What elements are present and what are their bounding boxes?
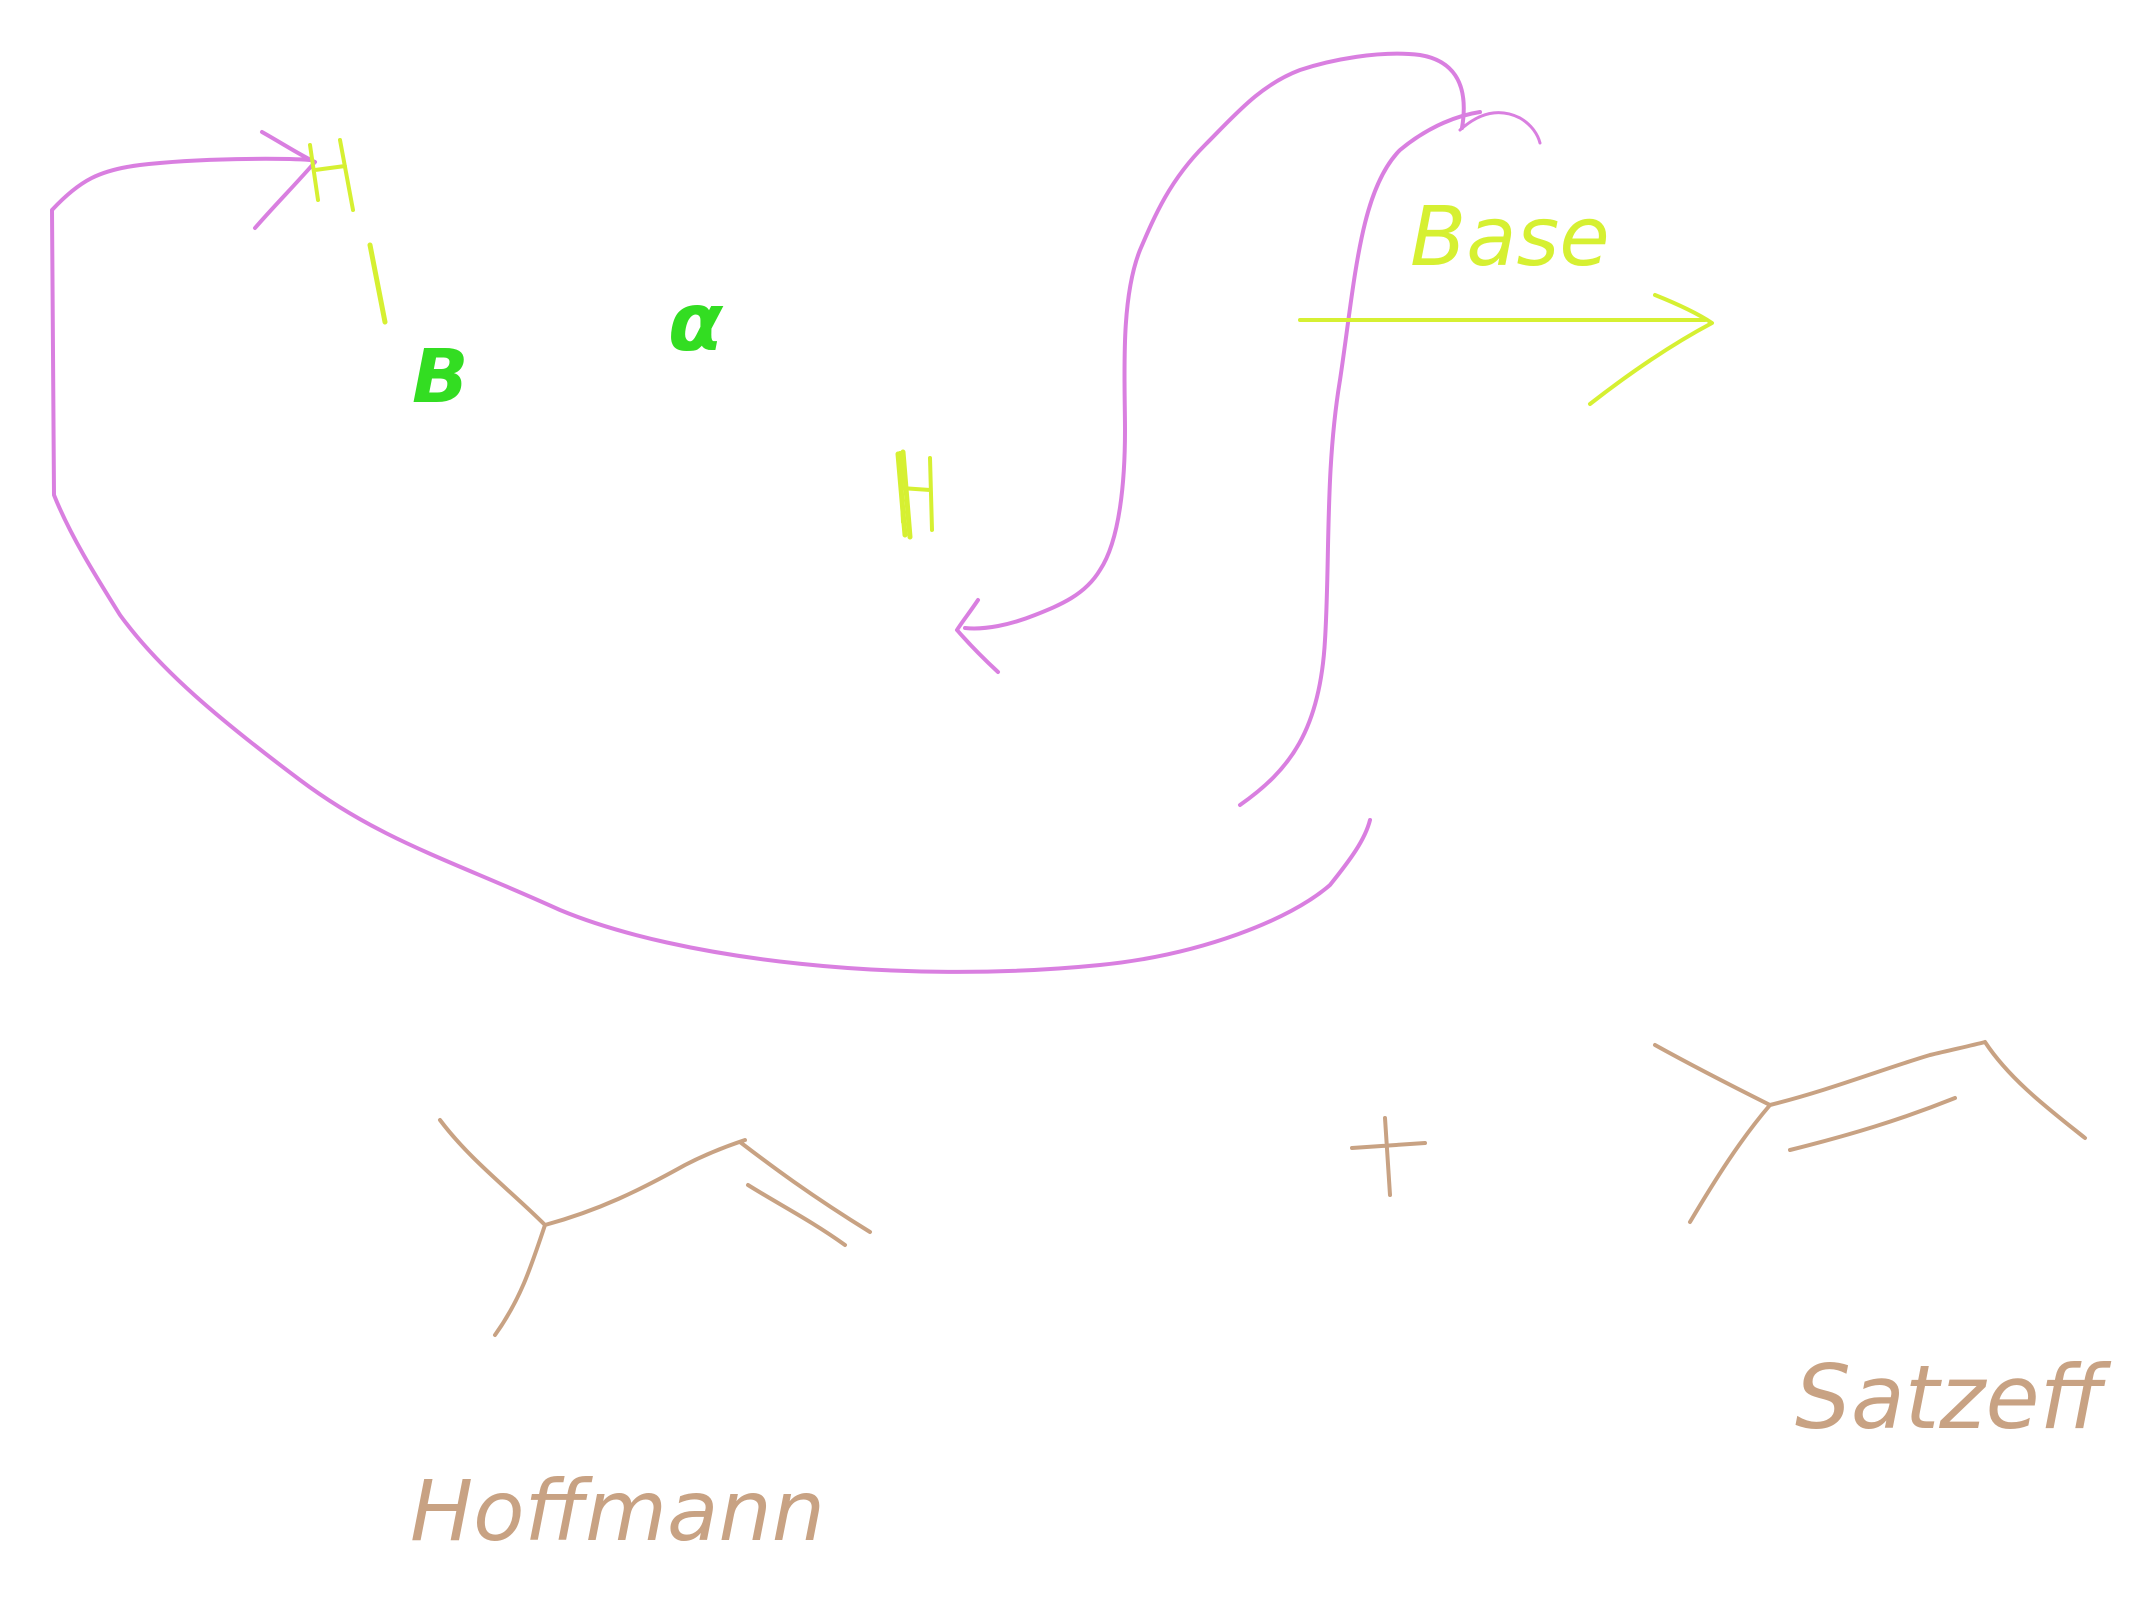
hoffmann-structure bbox=[438, 1118, 872, 1337]
satzeff-structure bbox=[1653, 1040, 2087, 1224]
alpha-label: α bbox=[668, 276, 724, 369]
beta-label: B bbox=[412, 334, 468, 420]
bond-h-alpha bbox=[900, 449, 913, 540]
arrowhead-bottom-h bbox=[955, 598, 1000, 674]
small-curl-near-base bbox=[1458, 111, 1542, 145]
reaction-arrow-head bbox=[1588, 293, 1714, 406]
top-h-label: H bbox=[308, 138, 355, 212]
bond-h-beta bbox=[367, 242, 388, 325]
hoffmann-label: Hoffmann bbox=[410, 1462, 825, 1560]
satzeff-label: Satzeff bbox=[1795, 1346, 2112, 1449]
base-label: Base bbox=[1410, 190, 1610, 285]
plus-sign bbox=[1350, 1116, 1427, 1197]
mechanism-arrow-left-loop bbox=[50, 156, 1372, 974]
arrowhead-top-h bbox=[253, 130, 317, 230]
mechanism-arrow-right-loop bbox=[1238, 110, 1482, 807]
bond-alpha-h bbox=[895, 451, 908, 538]
mechanism-arrow-to-bottom-h bbox=[963, 51, 1466, 631]
